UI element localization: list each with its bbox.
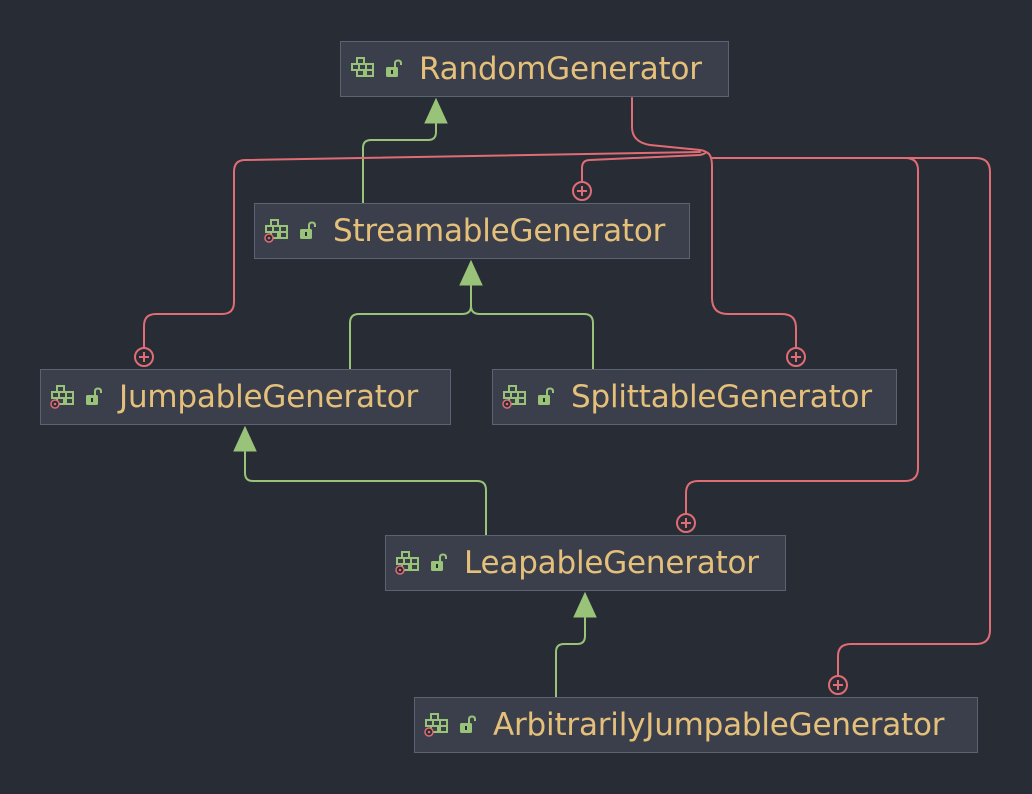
unlocked-icon [460, 715, 476, 733]
node-label: LeapableGenerator [464, 545, 759, 581]
interface-icon [424, 713, 448, 737]
extends-edge-jumpable-to-streamable [349, 259, 483, 370]
inheritance-arrowhead [424, 97, 448, 124]
inner-edge-random-to-splittable [705, 151, 806, 367]
node-icons [423, 713, 477, 737]
unlocked-icon [300, 221, 316, 239]
inner-indicator-icon [50, 399, 60, 409]
node-label: StreamableGenerator [333, 213, 666, 249]
inner-edge-random-to-arbitrary [711, 157, 991, 695]
node-label: RandomGenerator [419, 51, 702, 87]
node-jumpable[interactable]: JumpableGenerator [40, 369, 451, 425]
node-arbitrary[interactable]: ArbitrarilyJumpableGenerator [414, 697, 978, 753]
unlocked-icon [538, 387, 554, 405]
unlocked-icon [86, 387, 102, 405]
inheritance-arrowhead [573, 591, 597, 618]
inner-class-marker-icon [786, 347, 806, 367]
interface-icon [395, 551, 419, 575]
node-label: ArbitrarilyJumpableGenerator [493, 707, 945, 743]
node-icons [49, 385, 103, 409]
inheritance-arrowhead [233, 425, 257, 452]
edge-line [705, 151, 797, 349]
edge-line [362, 123, 437, 204]
extends-edge-splittable-to-streamable [470, 305, 594, 370]
edge-line [685, 157, 919, 515]
edge-line [244, 451, 487, 536]
node-random[interactable]: RandomGenerator [340, 41, 729, 97]
edge-line [711, 157, 991, 678]
inheritance-arrowhead [459, 259, 483, 286]
interface-icon [502, 385, 526, 409]
node-icons [394, 551, 448, 575]
extends-edge-leapable-to-jumpable [233, 425, 487, 536]
node-label: SplittableGenerator [571, 379, 872, 415]
edge-line [470, 305, 594, 370]
inner-edge-random-to-jumpable [134, 151, 701, 367]
node-streamable[interactable]: StreamableGenerator [254, 203, 690, 259]
inner-indicator-icon [395, 565, 405, 575]
node-icons [349, 57, 403, 81]
extends-edge-arbitrary-to-leapable [555, 591, 597, 698]
inner-class-marker-icon [828, 675, 848, 695]
inner-class-marker-icon [572, 181, 592, 201]
node-icons [263, 219, 317, 243]
node-label: JumpableGenerator [119, 379, 419, 415]
node-icons [501, 385, 555, 409]
interface-icon [264, 219, 288, 243]
inner-edge-random-to-leapable [676, 157, 919, 533]
edge-line [143, 151, 701, 349]
interface-icon [50, 385, 74, 409]
inner-class-marker-icon [134, 347, 154, 367]
interface-icon [351, 57, 374, 77]
node-splittable[interactable]: SplittableGenerator [492, 369, 897, 425]
edge-line [349, 285, 472, 370]
inner-edge-random-to-streamable [572, 97, 707, 201]
edges-layer [134, 97, 991, 698]
inner-indicator-icon [502, 399, 512, 409]
edge-line [581, 97, 707, 184]
node-leapable[interactable]: LeapableGenerator [385, 535, 786, 591]
unlocked-icon [431, 553, 447, 571]
inner-indicator-icon [424, 727, 434, 737]
extends-edge-streamable-to-random [362, 97, 448, 204]
inner-class-marker-icon [676, 513, 696, 533]
unlocked-icon [386, 59, 402, 77]
inner-indicator-icon [264, 233, 274, 243]
edge-line [555, 617, 586, 698]
